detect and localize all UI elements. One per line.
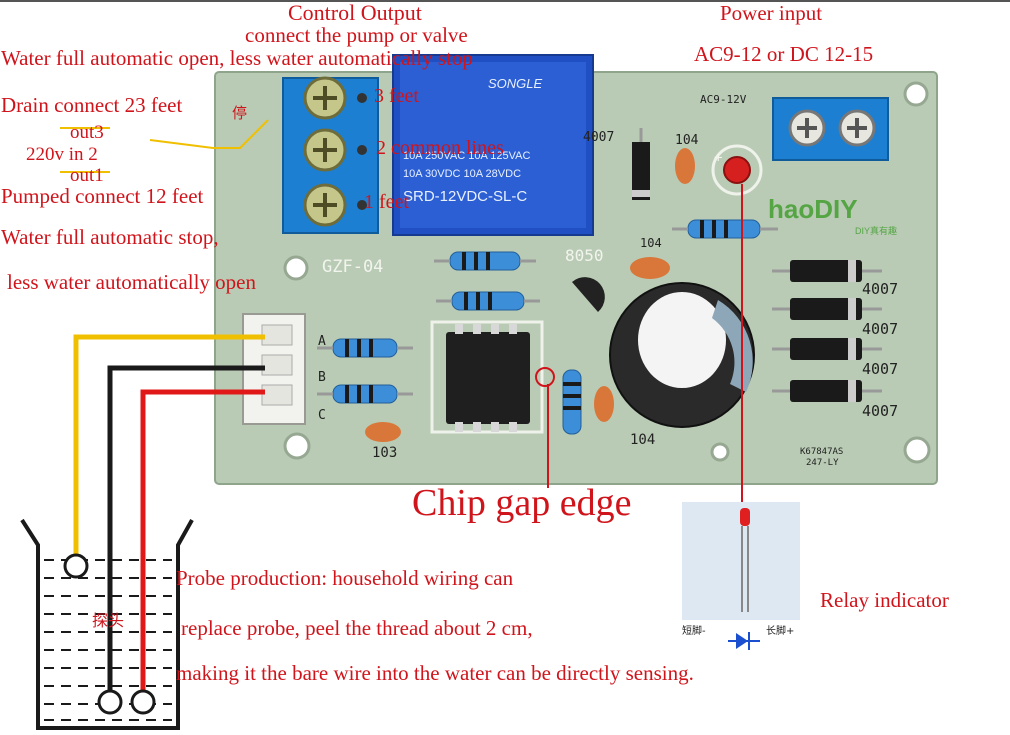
transistor — [572, 277, 605, 312]
terminal-screw — [303, 183, 347, 227]
led-long-leg-label: 长脚+ — [766, 626, 795, 637]
diode-symbol-icon — [728, 632, 760, 650]
diode-label: 4007 — [862, 320, 899, 338]
less-water-open-note: less water automatically open — [7, 270, 256, 294]
mount-hole — [283, 432, 311, 460]
transistor-label: 8050 — [565, 246, 604, 265]
resistor — [434, 251, 536, 271]
diode-label: 4007 — [862, 360, 899, 378]
probe-note-line1: Probe production: household wiring can — [176, 566, 514, 590]
terminal-screw — [303, 76, 347, 120]
brand-logo: haoDIY — [768, 194, 858, 224]
power-input-spec: AC9-12 or DC 12-15 — [694, 42, 874, 66]
diode-label: 4007 — [862, 402, 899, 420]
wire-red — [140, 389, 265, 700]
led-outline — [711, 144, 763, 196]
led-body — [740, 508, 750, 526]
cap-label-103: 103 — [372, 445, 398, 461]
relay-spec: 10A 250VAC 10A 125VAC — [403, 150, 531, 162]
ic-chip — [446, 332, 530, 424]
probe-cn-label: 探头 — [92, 613, 125, 630]
pcb-code: K67847AS — [800, 447, 844, 457]
relay-led — [723, 156, 751, 184]
probe-note-line2: replace probe, peel the thread about 2 c… — [181, 616, 533, 640]
power-label: AC9-12V — [700, 93, 747, 106]
wire-black — [107, 365, 265, 700]
drain-connect-note: Drain connect 23 feet — [1, 93, 183, 117]
diode — [772, 380, 882, 402]
terminal-screw — [303, 128, 347, 172]
mount-hole — [903, 81, 929, 107]
cap-label: 104 — [675, 133, 699, 148]
terminal-3-label: 3 feet — [374, 85, 419, 107]
board-model: GZF-04 — [322, 257, 384, 277]
pumped-connect-note: Pumped connect 12 feet — [1, 184, 204, 208]
probe-tip — [63, 553, 89, 579]
cap-label: 104 — [630, 432, 656, 448]
power-input-title: Power input — [720, 1, 823, 25]
cap-label: 104 — [640, 236, 662, 250]
diode — [772, 260, 882, 282]
mount-hole — [710, 442, 730, 462]
probe-note-line3: making it the bare wire into the water c… — [176, 661, 694, 685]
wire-yellow — [73, 334, 265, 565]
resistor — [562, 369, 582, 435]
brand-sub: DIY真有趣 — [855, 226, 898, 236]
out1-label: out1 — [70, 165, 104, 186]
terminal-2-label: 2 common lines — [376, 137, 504, 159]
stop-cn-label: 停 — [232, 106, 248, 122]
probe-tip — [130, 689, 156, 715]
diode — [772, 338, 882, 360]
probe-pin-label: B — [318, 370, 326, 385]
chip-gap-edge-label: Chip gap edge — [412, 482, 632, 524]
top-rule — [0, 0, 1010, 2]
probe-pin-label: A — [318, 334, 326, 349]
water-full-open-note: Water full automatic open, less water au… — [1, 46, 473, 70]
chip-gap-marker — [535, 367, 555, 387]
diode — [772, 298, 882, 320]
diode-label: 4007 — [583, 130, 615, 145]
probe-pin-label: C — [318, 408, 326, 423]
probe-tip — [97, 689, 123, 715]
capacitor-top — [638, 292, 726, 388]
diode — [632, 142, 650, 200]
out3-label: out3 — [70, 122, 104, 143]
guide-line — [149, 119, 269, 149]
ceramic-capacitor — [594, 386, 614, 422]
ceramic-capacitor — [630, 257, 670, 279]
ic-socket-outline — [430, 320, 544, 434]
terminal-1-label: 1 feet — [364, 191, 409, 213]
relay-face — [400, 62, 586, 228]
relay-indicator-label: Relay indicator — [820, 588, 949, 612]
beaker — [20, 518, 194, 730]
mount-hole — [283, 255, 309, 281]
diode-label: 4007 — [862, 280, 899, 298]
pcb-code: 247-LY — [806, 458, 839, 468]
in2-label: 220v in 2 — [26, 144, 98, 165]
control-output-subtitle: connect the pump or valve — [245, 23, 468, 47]
water-full-stop-note: Water full automatic stop, — [1, 225, 219, 249]
relay-model: SRD-12VDC-SL-C — [403, 188, 528, 205]
led-plus-label: + — [714, 150, 723, 166]
ceramic-capacitor — [675, 148, 695, 184]
led-short-leg-label: 短脚- — [682, 626, 706, 637]
control-output-title: Control Output — [288, 0, 422, 25]
relay-brand: SONGLE — [488, 76, 543, 91]
mount-hole — [903, 436, 931, 464]
ceramic-capacitor — [365, 422, 401, 442]
relay-spec: 10A 30VDC 10A 28VDC — [403, 168, 522, 180]
